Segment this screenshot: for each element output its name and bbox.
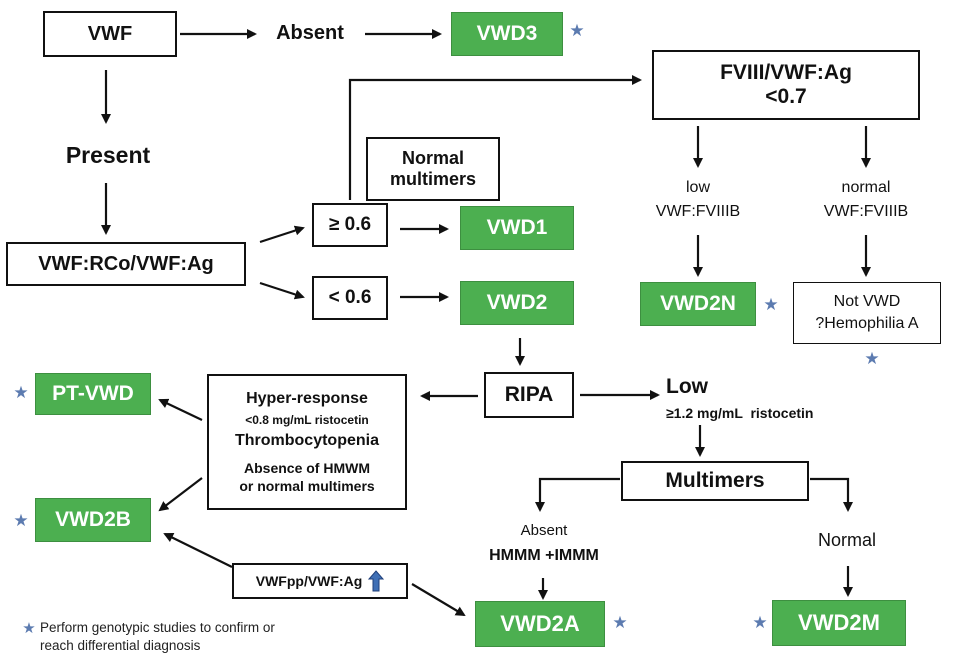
low-fviiib-line1: low (685, 178, 710, 196)
vwf-box: VWF (43, 11, 177, 57)
arrow-hyper-vwd2b (158, 477, 203, 512)
arrow-vwfpp-vwd2b (163, 533, 233, 568)
not-vwd-box: Not VWD ?Hemophilia A (793, 282, 941, 344)
ristocetin-label: ≥1.2 mg/mL ristocetin (666, 404, 814, 421)
lt06-box: < 0.6 (312, 276, 388, 320)
star-icon: ★ (13, 383, 29, 402)
footnote-line2: reach differential diagnosis (40, 638, 201, 653)
vwf-label: VWF (87, 22, 133, 45)
arrow-up-icon (368, 570, 385, 592)
hyper-line5: or normal multimers (239, 478, 375, 495)
absent-multimers-line1: Absent (520, 522, 568, 540)
multimers-box: Multimers (621, 461, 809, 501)
fviii-ratio-line1: FVIII/VWF:Ag (720, 60, 852, 84)
normal-multimers-label: Normal (817, 529, 876, 550)
vwd2a-box: VWD2A (475, 601, 605, 647)
star-icon: ★ (13, 511, 29, 530)
star-icon: ★ (612, 613, 628, 632)
footnote: Perform genotypic studies to confirm or … (40, 619, 275, 655)
arrow-multimers-normal (810, 477, 853, 512)
absent-multimers-label: Absent HMMM +IMMM (470, 518, 618, 570)
vwd1-box: VWD1 (460, 206, 574, 250)
not-vwd-line1: Not VWD (833, 292, 901, 310)
absent-label: Absent (276, 21, 344, 44)
absent-multimers-line2: HMMM +IMMM (489, 547, 599, 565)
normal-fviiib-line1: normal (841, 178, 891, 196)
normal-fviiib-label: normal VWF:FVIIIB (798, 172, 934, 228)
fviii-ratio-line2: <0.7 (765, 85, 807, 108)
footnote-line1: Perform genotypic studies to confirm or (40, 620, 275, 635)
vwd2-box: VWD2 (460, 281, 574, 325)
normal-multimers-box: Normal multimers (366, 137, 500, 201)
star-icon: ★ (864, 349, 880, 368)
not-vwd-line2: ?Hemophilia A (815, 315, 919, 332)
star-icon: ★ (22, 620, 36, 637)
present-label: Present (65, 141, 151, 168)
vwfpp-label: VWFpp/VWF:Ag (255, 572, 363, 589)
arrow-ge06-fviii (348, 75, 642, 200)
hyper-line3: Thrombocytopenia (234, 431, 379, 449)
ripa-box: RIPA (484, 372, 574, 418)
hyper-line4: Absence of HMWM (244, 460, 370, 477)
arrow-ratio-lt06 (259, 281, 305, 300)
arrow-vwfpp-vwd2a (411, 583, 466, 617)
star-icon: ★ (569, 21, 585, 40)
pt-vwd-box: PT-VWD (35, 373, 151, 415)
hyper-response-box: Hyper-response <0.8 mg/mL ristocetin Thr… (207, 374, 407, 510)
star-icon: ★ (763, 295, 779, 314)
fviii-ratio-box: FVIII/VWF:Ag <0.7 (652, 50, 920, 120)
hyper-line2: <0.8 mg/mL ristocetin (245, 413, 369, 427)
low-fviiib-line2: VWF:FVIIIB (655, 203, 741, 220)
ge06-box: ≥ 0.6 (312, 203, 388, 247)
vwd2b-box: VWD2B (35, 498, 151, 542)
normal-fviiib-line2: VWF:FVIIIB (823, 203, 909, 220)
low-fviiib-label: low VWF:FVIIIB (630, 172, 766, 228)
vwd3-box: VWD3 (451, 12, 563, 56)
low-ripa-label: Low (666, 374, 708, 398)
arrow-hyper-ptvwd (158, 398, 203, 421)
vwd2n-box: VWD2N (640, 282, 756, 326)
vwfpp-box: VWFpp/VWF:Ag (232, 563, 408, 599)
normal-multimers-line2: multimers (389, 169, 477, 189)
vwd2m-box: VWD2M (772, 600, 906, 646)
star-icon: ★ (752, 613, 768, 632)
hyper-line1: Hyper-response (246, 389, 368, 407)
arrow-ratio-ge06 (259, 225, 305, 244)
rco-ratio-box: VWF:RCo/VWF:Ag (6, 242, 246, 286)
arrow-multimers-absent (535, 477, 620, 512)
normal-multimers-line1: Normal (401, 148, 464, 169)
